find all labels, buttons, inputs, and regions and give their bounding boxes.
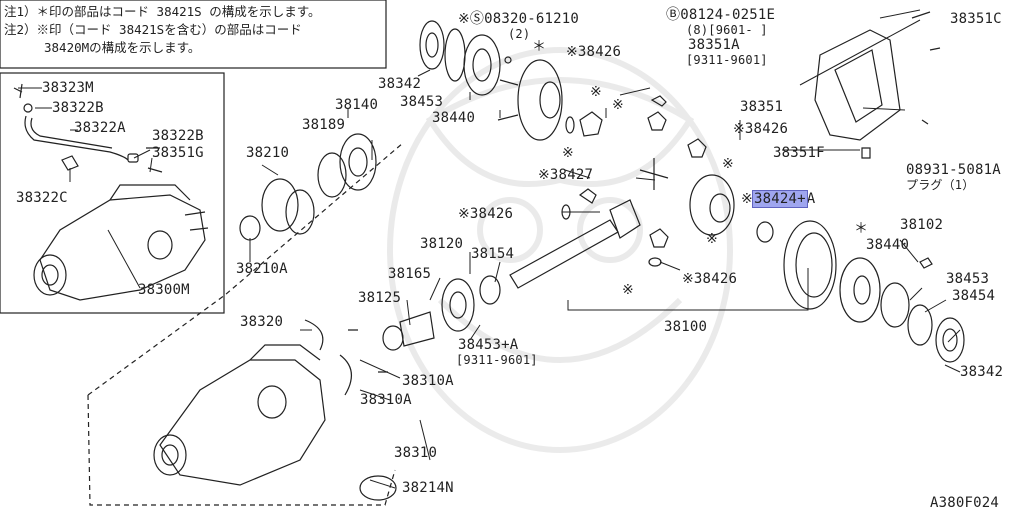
label-08320-61210[interactable]: ※Ⓢ08320-61210 (458, 11, 580, 27)
label-38120[interactable]: 38120 (420, 236, 464, 252)
label-38342-right[interactable]: 38342 (960, 364, 1004, 380)
note-line-2: 注2）※印（コード 38421Sを含む）の部品はコード (4, 22, 302, 37)
label-38165[interactable]: 38165 (388, 266, 432, 282)
mark-kome-6: ※ (622, 282, 634, 298)
label-38322B-right[interactable]: 38322B (152, 128, 204, 144)
label-38453-top[interactable]: 38453 (400, 94, 444, 110)
label-38210A[interactable]: 38210A (236, 261, 288, 277)
diff-case-right (839, 257, 965, 363)
assembly-frame (87, 142, 404, 506)
rear-cover (814, 11, 941, 159)
label-38100[interactable]: 38100 (664, 319, 708, 335)
label-38322C[interactable]: 38322C (16, 190, 68, 206)
label-38310A-a[interactable]: 38310A (402, 373, 454, 389)
watermark-emblem (387, 47, 733, 453)
label-08931-5081A[interactable]: 08931-5081A (906, 162, 1001, 178)
bearing-set-top (419, 20, 501, 96)
label-38342-top[interactable]: 38342 (378, 76, 422, 92)
mount-brackets (304, 319, 397, 501)
leader-lines (18, 9, 961, 489)
figure-code: A380F024 (930, 495, 1000, 510)
label-38440-right[interactable]: 38440 (866, 237, 910, 253)
label-38351A-range: [9311-9601] (686, 53, 768, 67)
label-38424A-highlight[interactable]: 38424+ (751, 190, 808, 208)
pinion-bearings (382, 275, 501, 351)
label-38351G[interactable]: 38351G (152, 145, 204, 161)
label-38323M[interactable]: 38323M (42, 80, 94, 96)
label-38351F[interactable]: 38351F (773, 145, 825, 161)
label-38351C[interactable]: 38351C (950, 11, 1002, 27)
label-38310A-b[interactable]: 38310A (360, 392, 412, 408)
label-38426-c[interactable]: ※38426 (458, 206, 514, 222)
mark-asterisk-right: ＊ (854, 221, 869, 237)
mark-kome-3: ※ (562, 145, 574, 161)
label-08124-0251E[interactable]: Ⓑ08124-0251E (666, 7, 776, 23)
ring-gear (783, 220, 837, 310)
carrier-gear (689, 174, 774, 243)
label-38424A-suffix: A (806, 191, 816, 207)
label-38351A[interactable]: 38351A (688, 37, 740, 53)
diff-case-top (497, 56, 563, 141)
label-38440-top[interactable]: 38440 (432, 110, 476, 126)
label-38427[interactable]: ※38427 (538, 167, 594, 183)
label-38454[interactable]: 38454 (952, 288, 996, 304)
label-08931-plug: プラグ（1） (906, 178, 975, 192)
label-38322A[interactable]: 38322A (74, 120, 126, 136)
label-38102[interactable]: 38102 (900, 217, 944, 233)
label-38310[interactable]: 38310 (394, 445, 438, 461)
label-38320[interactable]: 38320 (240, 314, 284, 330)
label-38426-b[interactable]: ※38426 (733, 121, 789, 137)
label-38140[interactable]: 38140 (335, 97, 379, 113)
mark-kome-1: ※ (590, 84, 602, 100)
label-08320-qty: (2) (508, 27, 531, 41)
side-gears (565, 95, 707, 158)
label-08124-qty: (8)[9601- ] (686, 23, 768, 37)
mark-asterisk-top: ＊ (532, 39, 547, 55)
breather-hose-illustration (13, 83, 163, 173)
label-38351[interactable]: 38351 (740, 99, 784, 115)
label-38125[interactable]: 38125 (358, 290, 402, 306)
pinion-cross (561, 158, 669, 220)
label-38426-d[interactable]: ※38426 (682, 271, 738, 287)
label-38214N[interactable]: 38214N (402, 480, 454, 496)
flange-and-seal (239, 133, 377, 241)
diff-housing (153, 344, 326, 486)
label-38300M[interactable]: 38300M (138, 282, 190, 298)
label-38210[interactable]: 38210 (246, 145, 290, 161)
mark-kome-2: ※ (612, 97, 624, 113)
mark-kome-5: ※ (706, 231, 718, 247)
label-38426-a[interactable]: ※38426 (566, 44, 622, 60)
label-38322B-top[interactable]: 38322B (52, 100, 104, 116)
label-38453-right[interactable]: 38453 (946, 271, 990, 287)
note-line-1: 注1）＊印の部品はコード 38421S の構成を示します。 (4, 4, 321, 19)
label-38453A[interactable]: 38453+A (458, 337, 519, 353)
drive-pinion (509, 199, 669, 289)
label-38154[interactable]: 38154 (471, 246, 515, 262)
label-38453A-range: [9311-9601] (456, 353, 538, 367)
label-38424A-prefix: ※ (741, 191, 753, 207)
inset-box (0, 72, 225, 314)
label-38189[interactable]: 38189 (302, 117, 346, 133)
note-box (0, 0, 387, 69)
label-38424A[interactable]: ※38424+A (741, 190, 816, 208)
diff-assembly-illustration (33, 184, 209, 301)
mark-kome-4: ※ (722, 156, 734, 172)
note-line-3: 38420Mの構成を示します。 (44, 40, 201, 55)
